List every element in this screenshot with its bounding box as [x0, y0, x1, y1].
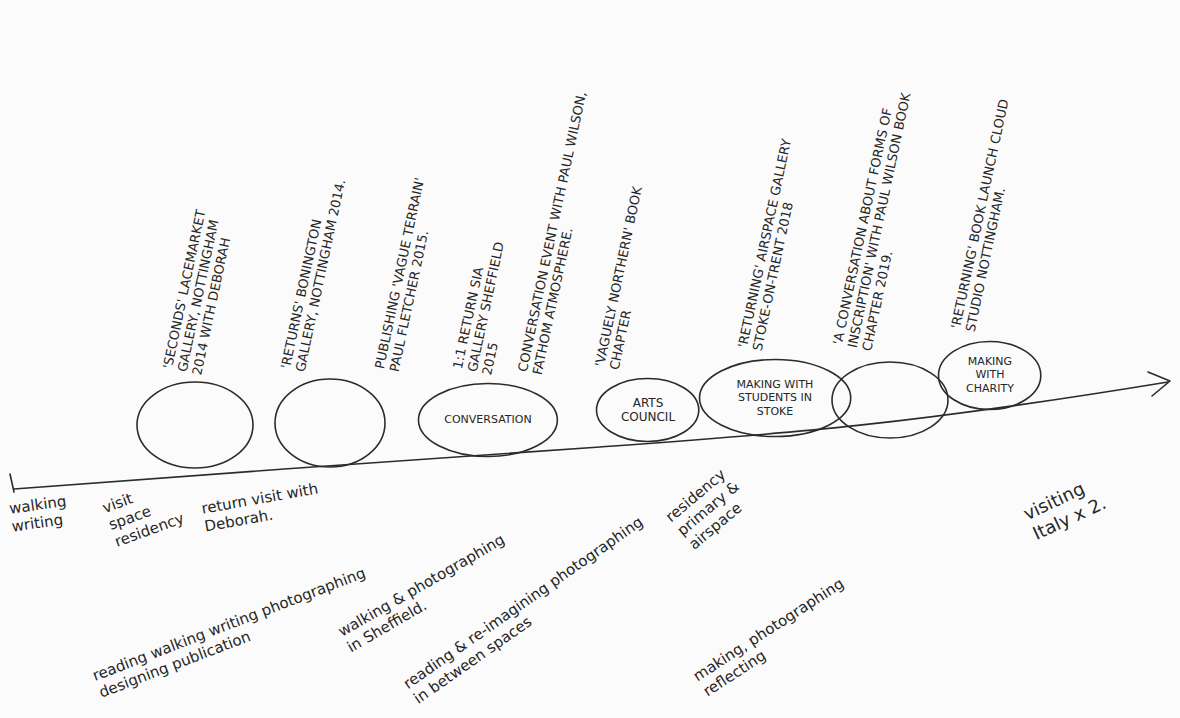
- activity-note: residency primary & airspace: [662, 453, 767, 554]
- activity-note: reading & re-imagining photographing in …: [400, 506, 666, 708]
- timeline-start-tick: [10, 474, 14, 492]
- event-circle: MAKING WITH CHARITY: [937, 340, 1042, 411]
- circle-text: CONVERSATION: [444, 413, 531, 426]
- circle-outline: [419, 384, 558, 457]
- event-note: 1:1 RETURN SIA GALLERY SHEFFIELD 2015: [450, 230, 523, 376]
- circle-text: ARTS COUNCIL: [617, 396, 679, 425]
- event-note: 'VAGUELY NORTHERN' BOOK CHAPTER: [592, 159, 665, 371]
- circle-text: MAKING WITH STUDENTS IN STOKE: [727, 378, 823, 418]
- activity-note: visit space residency: [100, 475, 187, 551]
- event-note: 'RETURNING' AIRSPACE GALLERY STOKE-ON-TR…: [735, 121, 812, 352]
- circle-outline: [597, 379, 699, 442]
- event-note: 'SECONDS' LACEMARKET GALLERY, NOTTINGHAM…: [160, 181, 244, 376]
- event-circle: CONVERSATION: [417, 382, 559, 458]
- event-note: 'RETURNS' BONINGTON GALLERY, NOTTINGHAM …: [278, 171, 349, 373]
- activity-note: walking writing: [8, 492, 70, 536]
- timeline-line: [14, 382, 1168, 489]
- circle-outline: [939, 341, 1041, 409]
- circle-outline: [699, 360, 850, 437]
- event-note: PUBLISHING 'VAGUE TERRAIN' PAUL FLETCHER…: [372, 171, 443, 373]
- activity-note: return visit with Deborah.: [200, 474, 354, 536]
- event-circle: [275, 379, 385, 467]
- event-note: CONVERSATION EVENT WITH PAUL WILSON, FAT…: [515, 76, 607, 376]
- timeline-arrowhead: [1148, 372, 1170, 396]
- event-circle: ARTS COUNCIL: [595, 377, 700, 443]
- activity-note: visiting Italy x 2.: [1020, 465, 1124, 544]
- event-circle: [832, 362, 948, 438]
- event-circle: [137, 382, 253, 468]
- activity-note: making, photographing reflecting: [690, 569, 865, 700]
- event-note: 'RETURNING' BOOK LAUNCH CLOUD STUDIO NOT…: [948, 73, 1031, 334]
- circle-text: MAKING WITH CHARITY: [959, 355, 1021, 395]
- event-note: 'A CONVERSATION ABOUT FORMS OF INSCRIPTI…: [830, 49, 936, 352]
- event-circle: MAKING WITH STUDENTS IN STOKE: [698, 358, 852, 438]
